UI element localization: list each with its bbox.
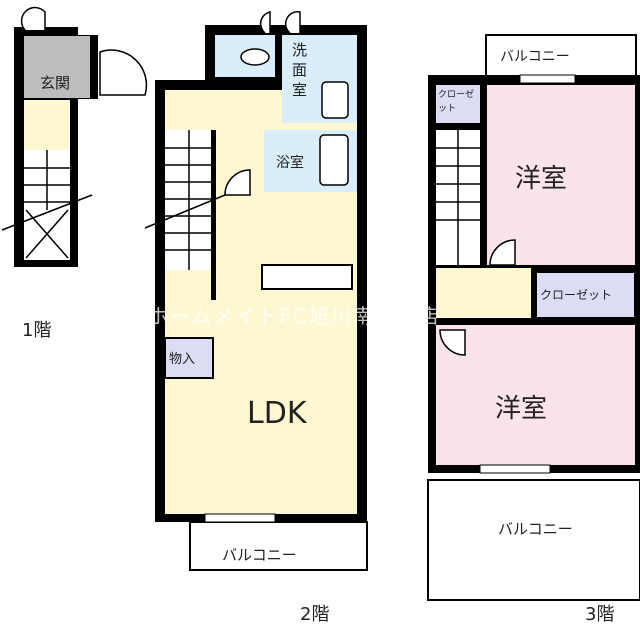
room-label-closet-small: クローゼット	[438, 90, 475, 114]
closet-small	[436, 85, 480, 123]
floor-label-3: 3階	[585, 604, 615, 625]
entrance-door	[99, 49, 148, 96]
room-label-western-top: 洋室	[515, 164, 568, 194]
western-room-top	[487, 85, 635, 265]
balcony-3f-top	[485, 34, 637, 78]
floor-3	[427, 34, 640, 601]
room-label-western-bottom: 洋室	[495, 394, 548, 424]
watermark: ホームメイトFC旭川南大通店	[148, 304, 441, 328]
room-label-balcony-2f: バルコニー	[222, 546, 297, 564]
floor-2	[144, 11, 368, 571]
balcony-2f	[189, 521, 368, 571]
balcony-3f-bottom	[427, 479, 640, 601]
floor-1	[1, 6, 148, 267]
closet	[535, 271, 636, 319]
floor-label-2: 2階	[300, 604, 330, 625]
room-label-balcony-3f-bottom: バルコニー	[498, 520, 573, 538]
room-label-balcony-3f-top: バルコニー	[500, 49, 570, 65]
room-label-closet: クローゼット	[540, 288, 613, 302]
storage	[164, 337, 214, 379]
room-label-entrance: 玄関	[40, 74, 71, 92]
room-label-washroom: 洗面室	[292, 41, 308, 99]
room-label-bath: 浴室	[276, 155, 304, 171]
western-room-bottom	[436, 325, 635, 465]
floor-label-1: 1階	[22, 320, 52, 341]
kitchen-counter	[261, 264, 353, 290]
room-label-ldk: LDK	[247, 396, 307, 431]
room-label-storage: 物入	[169, 352, 196, 367]
entrance-area	[24, 36, 90, 98]
